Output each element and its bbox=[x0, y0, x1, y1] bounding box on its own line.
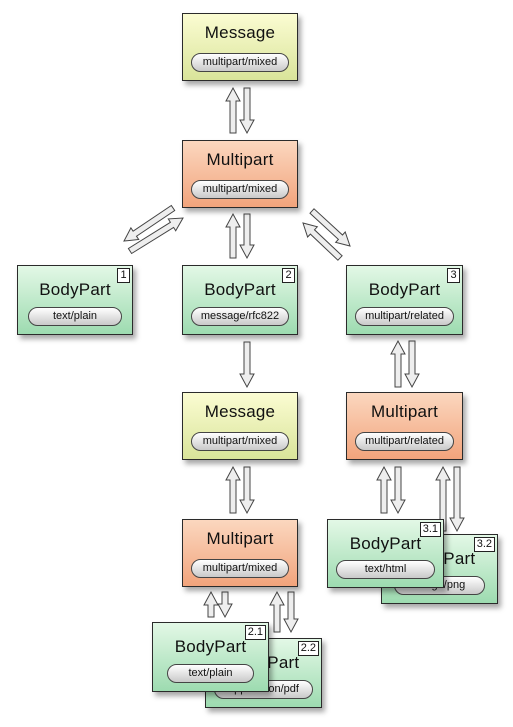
content-type-badge: multipart/mixed bbox=[191, 180, 289, 199]
part-number-badge: 1 bbox=[117, 268, 130, 283]
part-number-badge: 2 bbox=[282, 268, 295, 283]
arrow-multipart-to-message bbox=[225, 86, 241, 134]
arrow-multipart-to-bodypart3 bbox=[309, 208, 351, 247]
arrow-inner-multipart-to-message bbox=[225, 465, 241, 514]
content-type-badge: multipart/related bbox=[355, 432, 454, 451]
arrow-multipart-to-bodypart21 bbox=[217, 591, 233, 619]
arrow-inner-message-to-multipart bbox=[239, 466, 255, 515]
content-type-badge: multipart/related bbox=[355, 307, 454, 326]
arrow-bodypart2-to-multipart bbox=[225, 212, 241, 259]
content-type-badge: text/html bbox=[336, 560, 435, 579]
node-title: Multipart bbox=[206, 529, 274, 548]
content-type-badge: multipart/mixed bbox=[191, 432, 289, 451]
node-title: Message bbox=[204, 23, 276, 42]
arrow-bodypart21-to-multipart bbox=[203, 590, 219, 618]
content-type-badge: text/plain bbox=[28, 307, 122, 326]
arrow-multipart-to-bodypart2 bbox=[239, 213, 255, 260]
part-number-badge: 2.1 bbox=[244, 625, 266, 640]
message-node-top[interactable]: Message multipart/mixed bbox=[182, 13, 298, 81]
bodypart-node-3[interactable]: 3 BodyPart multipart/related bbox=[346, 265, 463, 335]
content-type-badge: multipart/mixed bbox=[191, 559, 289, 578]
arrow-bodypart1-to-multipart bbox=[127, 217, 184, 255]
node-title: BodyPart bbox=[174, 637, 247, 656]
arrow-bodypart3-to-multipart bbox=[302, 222, 343, 261]
node-title: BodyPart bbox=[204, 280, 276, 299]
multipart-node-related[interactable]: Multipart multipart/related bbox=[346, 392, 463, 460]
bodypart-node-2[interactable]: 2 BodyPart message/rfc822 bbox=[182, 265, 298, 335]
content-type-badge: message/rfc822 bbox=[191, 307, 289, 326]
part-number-badge: 3 bbox=[447, 268, 460, 283]
part-number-badge: 2.2 bbox=[297, 641, 319, 656]
arrow-bodypart31-to-multipart-related bbox=[376, 465, 392, 514]
arrow-bodypart22-to-multipart bbox=[269, 590, 285, 633]
content-type-badge: text/plain bbox=[167, 664, 254, 683]
bodypart-node-3-1[interactable]: 3.1 BodyPart text/html bbox=[327, 519, 444, 588]
bodypart-node-1[interactable]: 1 BodyPart text/plain bbox=[17, 265, 133, 335]
arrow-message-to-multipart bbox=[239, 87, 255, 135]
arrow-multipart-to-bodypart1 bbox=[123, 204, 176, 242]
arrow-multipart-related-to-bodypart32 bbox=[449, 466, 465, 533]
node-title: Multipart bbox=[206, 150, 274, 169]
node-title: BodyPart bbox=[39, 280, 111, 299]
bodypart-node-2-1[interactable]: 2.1 BodyPart text/plain bbox=[152, 622, 269, 692]
node-title: BodyPart bbox=[368, 280, 441, 299]
arrow-multipart-related-to-bodypart31 bbox=[390, 466, 406, 515]
arrow-bodypart3-to-multipart-related bbox=[404, 340, 420, 389]
arrow-bodypart2-to-message bbox=[239, 341, 255, 389]
arrow-multipart-to-bodypart22 bbox=[283, 591, 299, 634]
part-number-badge: 3.1 bbox=[419, 522, 441, 537]
node-title: BodyPart bbox=[349, 534, 422, 553]
node-title: Message bbox=[204, 402, 276, 421]
multipart-node-inner[interactable]: Multipart multipart/mixed bbox=[182, 519, 298, 587]
part-number-badge: 3.2 bbox=[473, 537, 495, 552]
content-type-badge: multipart/mixed bbox=[191, 53, 289, 72]
message-node-inner[interactable]: Message multipart/mixed bbox=[182, 392, 298, 460]
node-title: Multipart bbox=[371, 402, 438, 421]
multipart-node-top[interactable]: Multipart multipart/mixed bbox=[182, 140, 298, 208]
arrow-multipart-related-to-bodypart3 bbox=[390, 339, 406, 388]
